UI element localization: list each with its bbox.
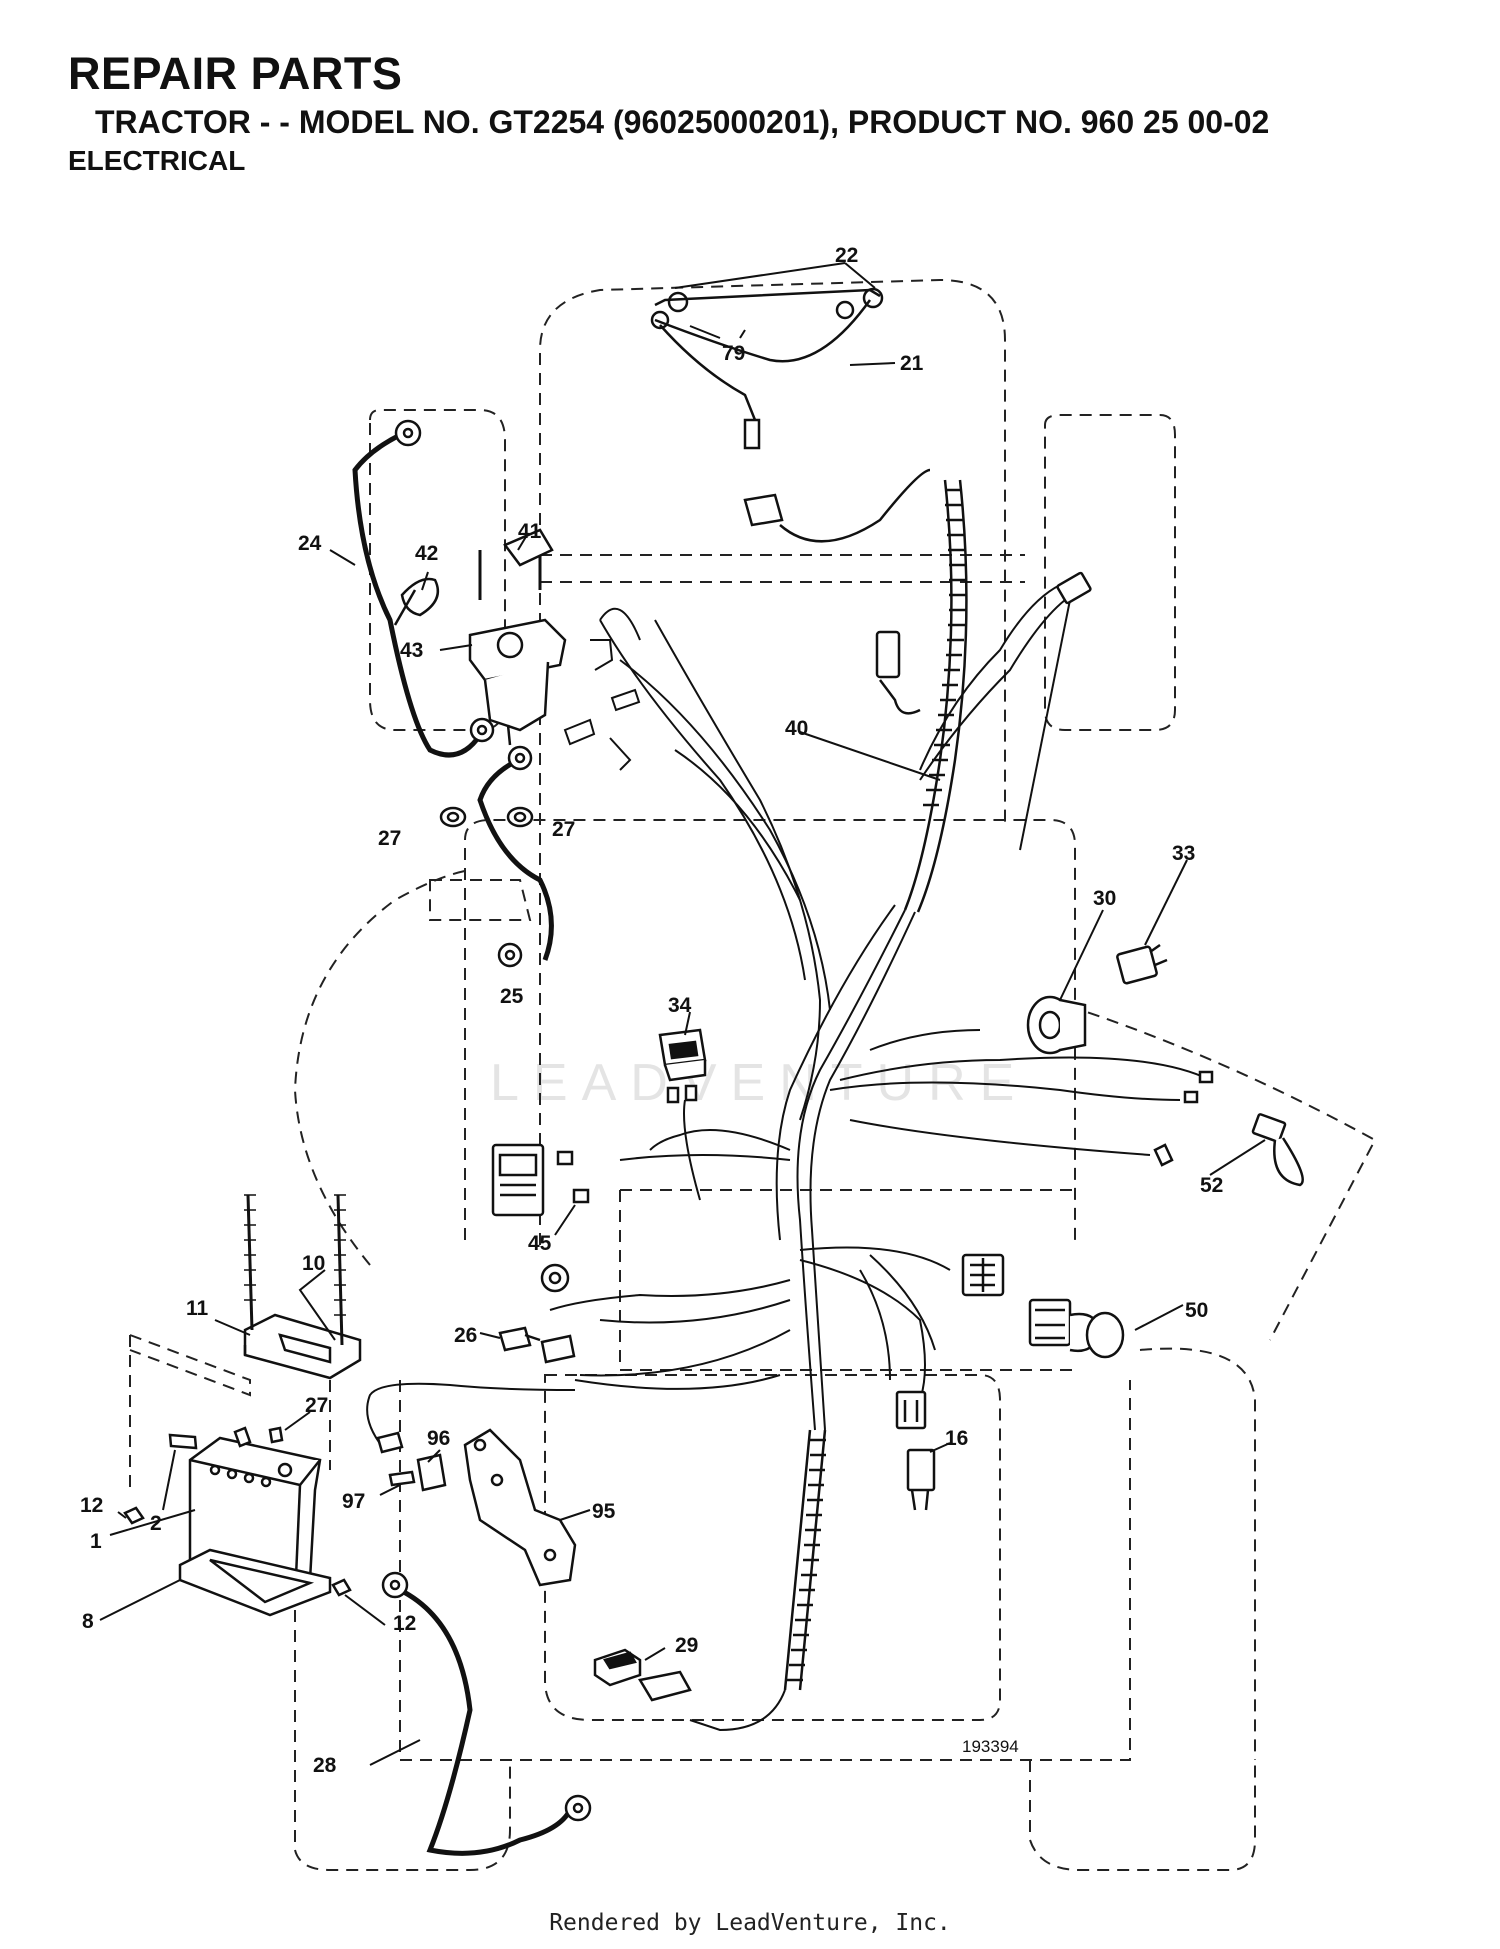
label-24: 24 [298, 532, 322, 555]
tractor-outline [129, 278, 1377, 1871]
label-79: 79 [722, 342, 745, 365]
label-2: 2 [150, 1512, 162, 1535]
battery-holddown [243, 1313, 362, 1380]
label-1: 1 [90, 1530, 102, 1553]
label-25: 25 [500, 985, 524, 1008]
label-8: 8 [82, 1610, 94, 1633]
harness-conduit [903, 479, 968, 913]
label-30: 30 [1093, 887, 1116, 910]
harness-plugs-right [875, 571, 1092, 715]
label-28: 28 [313, 1754, 337, 1777]
fuse-26 [498, 1326, 576, 1364]
label-52: 52 [1200, 1174, 1223, 1197]
rear-conduit [783, 1429, 827, 1691]
headlight-switch [1028, 1298, 1125, 1359]
label-10: 10 [302, 1252, 325, 1275]
ignition-switch [1026, 943, 1168, 1055]
solenoid [393, 528, 567, 746]
seat-switch [593, 1648, 692, 1702]
interlock-bracket [376, 1428, 577, 1587]
battery-cables [352, 432, 573, 1856]
headlight-assembly [650, 287, 931, 543]
label-11: 11 [186, 1297, 209, 1320]
label-50: 50 [1185, 1299, 1208, 1322]
battery-hardware [123, 1426, 352, 1597]
part-labels: 22 79 21 24 42 41 43 40 27 27 25 33 30 3… [80, 244, 1223, 1777]
label-16: 16 [945, 1427, 968, 1450]
model-subtitle: TRACTOR - - MODEL NO. GT2254 (9602500020… [95, 104, 1270, 140]
label-43: 43 [400, 639, 423, 662]
label-40: 40 [785, 717, 808, 740]
page-title: REPAIR PARTS [68, 48, 403, 99]
label-41: 41 [518, 520, 542, 543]
fuse-connectors [563, 639, 641, 771]
label-33: 33 [1172, 842, 1195, 865]
label-45: 45 [528, 1232, 552, 1255]
holddown-rods [244, 1194, 346, 1346]
label-12-right: 12 [393, 1612, 416, 1635]
wiring-bundle [366, 584, 1211, 1732]
label-27-battery: 27 [305, 1394, 328, 1417]
label-34: 34 [668, 994, 692, 1017]
reference-number: 193394 [962, 1737, 1019, 1756]
label-27-left: 27 [378, 827, 401, 850]
label-12-left: 12 [80, 1494, 103, 1517]
leader-lines [99, 262, 1266, 1766]
footer-credit: Rendered by LeadVenture, Inc. [549, 1910, 951, 1936]
section-title: ELECTRICAL [68, 145, 246, 176]
nuts [439, 806, 534, 828]
connector-16 [895, 1390, 936, 1511]
label-26: 26 [454, 1324, 477, 1347]
label-22: 22 [835, 244, 858, 267]
cable-terminals [381, 419, 592, 1822]
label-96: 96 [427, 1427, 450, 1450]
label-21: 21 [900, 352, 924, 375]
label-97: 97 [342, 1490, 365, 1513]
label-42: 42 [415, 542, 438, 565]
plug-52 [1153, 1070, 1304, 1187]
connector-block [961, 1253, 1005, 1297]
label-27-right: 27 [552, 818, 575, 841]
label-95: 95 [592, 1500, 616, 1523]
label-29: 29 [675, 1634, 698, 1657]
hour-meter [491, 1143, 590, 1217]
